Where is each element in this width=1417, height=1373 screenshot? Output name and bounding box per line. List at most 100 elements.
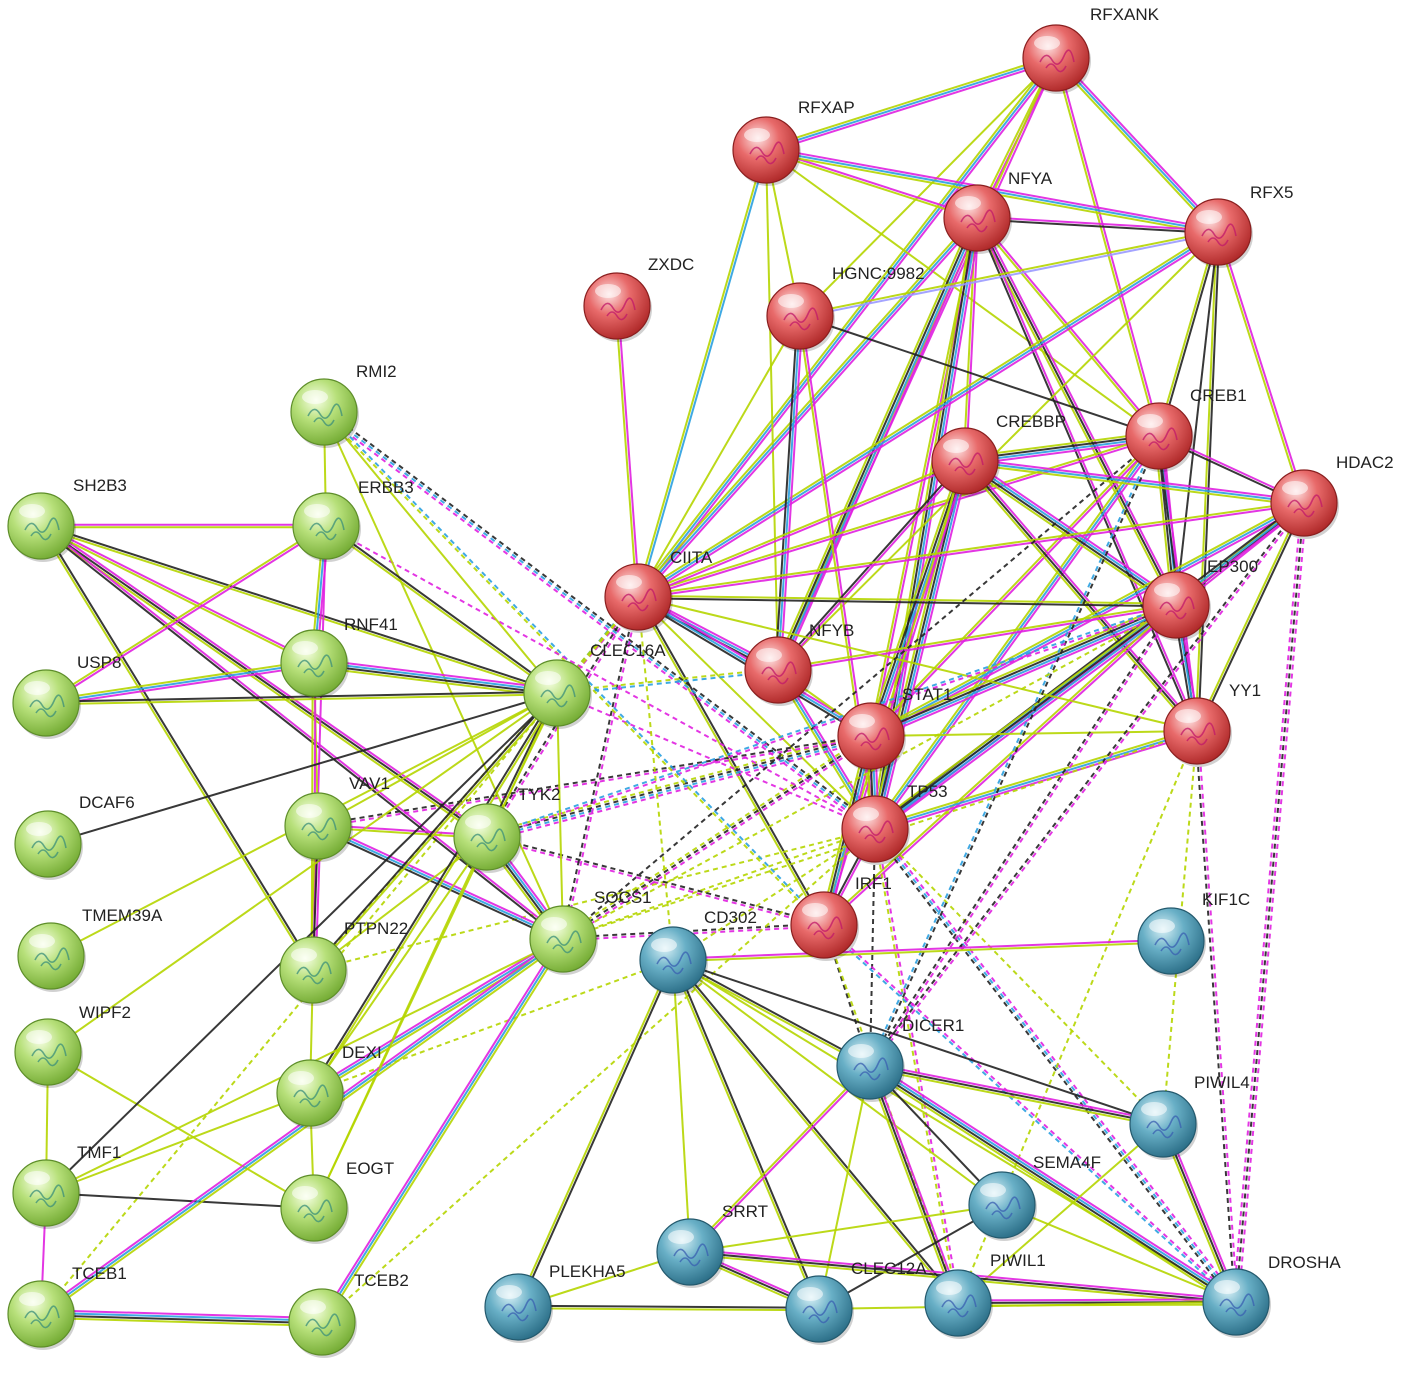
node-sphere[interactable]: [583, 272, 651, 340]
node-rfx5[interactable]: RFX5: [1184, 183, 1293, 268]
node-irf1[interactable]: IRF1: [790, 874, 892, 961]
node-clec12a[interactable]: CLEC12A: [785, 1259, 927, 1345]
node-sphere[interactable]: [280, 629, 348, 697]
node-crebbp[interactable]: CREBBP: [931, 412, 1066, 497]
node-sphere[interactable]: [14, 810, 82, 878]
node-sphere[interactable]: [1137, 907, 1205, 975]
protein-structure-icon: [297, 654, 333, 678]
node-stat1[interactable]: STAT1: [837, 685, 952, 772]
node-sphere[interactable]: [280, 1174, 348, 1242]
node-sphere[interactable]: [292, 492, 360, 560]
node-sphere[interactable]: [288, 1288, 356, 1356]
node-tceb1[interactable]: TCEB1: [7, 1264, 127, 1350]
node-rfxank[interactable]: RFXANK: [1022, 5, 1160, 94]
node-sphere[interactable]: [1129, 1090, 1197, 1158]
node-tp53[interactable]: TP53: [841, 782, 948, 865]
node-wipf2[interactable]: WIPF2: [14, 1003, 131, 1088]
node-sh2b3[interactable]: SH2B3: [7, 476, 127, 562]
node-sphere[interactable]: [924, 1269, 992, 1337]
node-sphere[interactable]: [1270, 469, 1338, 537]
node-eogt[interactable]: EOGT: [280, 1159, 394, 1244]
node-kif1c[interactable]: KIF1C: [1137, 890, 1250, 977]
node-ptpn22[interactable]: PTPN22: [279, 919, 408, 1006]
node-yy1[interactable]: YY1: [1163, 681, 1261, 767]
node-sphere[interactable]: [841, 795, 909, 863]
node-sphere[interactable]: [766, 282, 834, 350]
node-ciita[interactable]: CIITA: [604, 548, 713, 633]
node-tyk2[interactable]: TYK2: [453, 785, 561, 873]
node-hdac2[interactable]: HDAC2: [1270, 453, 1394, 539]
node-sphere[interactable]: [17, 922, 85, 990]
node-hgnc9982[interactable]: HGNC:9982: [766, 264, 925, 352]
node-srrt[interactable]: SRRT: [656, 1202, 768, 1288]
edge-strand: [764, 54, 1056, 149]
node-sphere[interactable]: [453, 803, 521, 871]
node-piwil4[interactable]: PIWIL4: [1129, 1073, 1250, 1160]
node-sphere[interactable]: [279, 936, 347, 1004]
node-sphere[interactable]: [276, 1059, 344, 1127]
node-rnf41[interactable]: RNF41: [280, 615, 398, 699]
node-rfxap[interactable]: RFXAP: [732, 98, 855, 186]
node-plekha5[interactable]: PLEKHA5: [484, 1262, 626, 1343]
protein-structure-icon: [1154, 932, 1190, 956]
edge-strand: [638, 150, 769, 598]
node-drosha[interactable]: DROSHA: [1202, 1253, 1341, 1338]
node-sphere[interactable]: [656, 1218, 724, 1286]
node-tmem39a[interactable]: TMEM39A: [17, 906, 163, 992]
node-sphere[interactable]: [790, 891, 858, 959]
node-erbb3[interactable]: ERBB3: [292, 478, 414, 562]
node-sphere[interactable]: [785, 1275, 853, 1343]
edge-strand: [1215, 232, 1304, 504]
node-sphere[interactable]: [639, 926, 707, 994]
node-sphere[interactable]: [12, 669, 80, 737]
node-rmi2[interactable]: RMI2: [290, 362, 397, 448]
edge-DEXI-SOCS1: [308, 935, 565, 1097]
node-vav1[interactable]: VAV1: [284, 774, 390, 862]
node-dexi[interactable]: DEXI: [276, 1043, 382, 1129]
node-sphere[interactable]: [968, 1171, 1036, 1239]
node-sphere[interactable]: [604, 563, 672, 631]
node-sphere[interactable]: [7, 1280, 75, 1348]
node-nfyb[interactable]: NFYB: [744, 621, 854, 706]
node-nfya[interactable]: NFYA: [943, 169, 1053, 254]
node-sphere[interactable]: [290, 378, 358, 446]
node-sphere[interactable]: [484, 1273, 552, 1341]
node-tceb2[interactable]: TCEB2: [288, 1271, 409, 1358]
node-piwil1[interactable]: PIWIL1: [924, 1251, 1046, 1339]
node-sphere[interactable]: [1142, 571, 1210, 639]
node-sphere[interactable]: [1022, 24, 1090, 92]
node-sphere[interactable]: [943, 184, 1011, 252]
node-sphere[interactable]: [1163, 697, 1231, 765]
node-sphere[interactable]: [7, 492, 75, 560]
node-ep300[interactable]: EP300: [1142, 557, 1258, 641]
node-socs1[interactable]: SOCS1: [529, 888, 652, 975]
node-sphere[interactable]: [1125, 402, 1193, 470]
node-tmf1[interactable]: TMF1: [12, 1143, 121, 1229]
edge-DICER1-CLEC12A: [818, 1065, 871, 1310]
node-sphere[interactable]: [284, 792, 352, 860]
node-dcaf6[interactable]: DCAF6: [14, 793, 135, 880]
protein-structure-icon: [1039, 49, 1075, 73]
node-sphere[interactable]: [529, 905, 597, 973]
node-sphere[interactable]: [523, 659, 591, 727]
node-sphere[interactable]: [1184, 198, 1252, 266]
node-usp8[interactable]: USP8: [12, 653, 121, 739]
node-sphere[interactable]: [14, 1018, 82, 1086]
node-sphere[interactable]: [837, 702, 905, 770]
node-sphere[interactable]: [836, 1032, 904, 1100]
node-zxdc[interactable]: ZXDC: [583, 255, 694, 342]
node-sphere[interactable]: [931, 427, 999, 495]
node-sphere[interactable]: [12, 1159, 80, 1227]
node-sphere[interactable]: [744, 636, 812, 704]
node-creb1[interactable]: CREB1: [1125, 386, 1247, 472]
node-cd302[interactable]: CD302: [639, 908, 757, 996]
protein-structure-icon: [293, 1084, 329, 1108]
node-sema4f[interactable]: SEMA4F: [968, 1153, 1101, 1241]
node-sphere[interactable]: [1202, 1268, 1270, 1336]
node-dicer1[interactable]: DICER1: [836, 1016, 964, 1102]
node-clec16a[interactable]: CLEC16A: [523, 641, 666, 729]
edge-strand: [869, 434, 1159, 736]
edge-strand: [777, 231, 1219, 671]
edge-strand: [869, 1065, 959, 1304]
node-sphere[interactable]: [732, 116, 800, 184]
